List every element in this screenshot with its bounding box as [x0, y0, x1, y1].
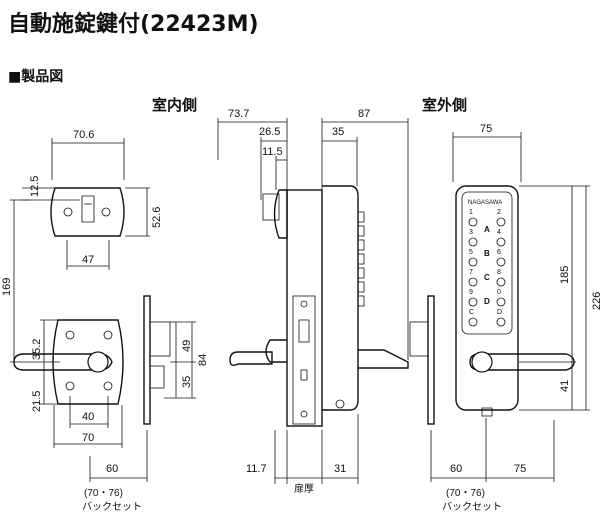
backset-label-outside: バックセット [442, 501, 502, 513]
keypad-left-column: 1 3 5 7 9 C [468, 209, 478, 327]
dim-60: 60 [106, 463, 118, 475]
screw-icon [300, 300, 308, 308]
screw-icon [335, 399, 345, 409]
svg-text:C: C [469, 309, 474, 316]
dim-70-6: 70.6 [73, 129, 94, 141]
door-section [286, 189, 323, 427]
keypad-panel [461, 191, 513, 335]
svg-text:0: 0 [497, 289, 501, 296]
inside-upper-body [273, 189, 288, 239]
dim-60-outside: 60 [450, 463, 462, 475]
dim-31: 31 [334, 463, 346, 475]
outside-latch [409, 321, 429, 357]
dim-11-7: 11.7 [246, 463, 267, 475]
dim-169: 169 [1, 278, 13, 296]
dim-21-5: 21.5 [31, 391, 43, 412]
svg-text:2: 2 [497, 209, 501, 216]
lock-case-hole [298, 319, 310, 343]
outside-lever-hub [471, 351, 493, 373]
dim-75-bottom: 75 [514, 463, 526, 475]
dim-40: 40 [82, 411, 94, 423]
dim-73-7: 73.7 [228, 108, 249, 120]
dim-52-6: 52.6 [151, 207, 163, 228]
svg-text:1: 1 [469, 209, 473, 216]
thumb-turn-side [262, 193, 280, 221]
upper-escutcheon [50, 187, 125, 237]
faceplate [143, 295, 151, 425]
lock-case-hole [300, 369, 308, 381]
keypad-buttons-side [357, 211, 365, 307]
page-title: 自動施錠鍵付(22423M) [8, 12, 259, 37]
svg-text:6: 6 [497, 249, 501, 256]
dim-87: 87 [358, 108, 370, 120]
dim-84: 84 [197, 354, 209, 366]
lever-hub [87, 351, 109, 373]
deadbolt [149, 365, 165, 389]
dim-75-top: 75 [480, 123, 492, 135]
outside-view-label: 室外側 [422, 96, 467, 114]
dim-47: 47 [82, 254, 94, 266]
outside-lever-side [358, 349, 409, 369]
svg-text:B: B [484, 249, 490, 258]
outside-view: 75 NAGASAWA 1 3 5 7 9 C 2 4 6 8 0 D A B … [409, 123, 603, 513]
section-subtitle: ■製品図 [8, 69, 64, 85]
svg-text:7: 7 [469, 269, 473, 276]
svg-text:4: 4 [497, 229, 501, 236]
lock-case [292, 295, 316, 425]
svg-text:D: D [484, 297, 490, 306]
lower-escutcheon [52, 319, 124, 405]
dim-12-5: 12.5 [29, 176, 41, 197]
latch-bolt [149, 321, 171, 357]
keypad-body [455, 185, 519, 411]
inside-lever-side [229, 351, 273, 367]
keypad-center-column: A B C D [484, 225, 490, 306]
svg-text:3: 3 [469, 229, 473, 236]
svg-text:9: 9 [469, 289, 473, 296]
svg-text:A: A [484, 225, 490, 234]
dim-70: 70 [82, 432, 94, 444]
dim-49: 49 [181, 340, 193, 352]
svg-text:5: 5 [469, 249, 473, 256]
backset-range: (70・76) [84, 488, 123, 499]
screw-icon [103, 381, 113, 391]
svg-text:C: C [484, 273, 490, 282]
svg-text:8: 8 [497, 269, 501, 276]
lever-handle [13, 352, 113, 372]
backset-label: バックセット [82, 501, 142, 513]
side-view: 73.7 26.5 11.5 87 35 [217, 108, 409, 495]
screw-icon [300, 410, 308, 418]
inside-rose [265, 339, 287, 363]
dim-226: 226 [591, 292, 603, 310]
dim-41: 41 [559, 380, 571, 392]
svg-text:D: D [497, 309, 502, 316]
outside-body-side [322, 185, 359, 411]
dim-26-5: 26.5 [259, 126, 280, 138]
screw-icon [103, 330, 113, 340]
dim-35-side: 35 [332, 126, 344, 138]
keypad-right-column: 2 4 6 8 0 D [496, 209, 506, 327]
screw-icon [63, 207, 73, 217]
inside-view: 70.6 12.5 52.6 47 169 [1, 129, 209, 513]
outside-faceplate [427, 295, 435, 425]
screw-icon [101, 207, 111, 217]
dim-35-2: 35.2 [31, 339, 43, 360]
door-thickness-label: 扉厚 [294, 482, 314, 495]
dim-11-5: 11.5 [262, 146, 283, 158]
backset-range-outside: (70・76) [446, 488, 485, 499]
brand-logo: NAGASAWA [468, 200, 502, 206]
screw-icon [65, 381, 75, 391]
dim-35: 35 [181, 376, 193, 388]
inside-view-label: 室内側 [152, 96, 197, 114]
thumb-turn-icon [81, 195, 95, 223]
key-cylinder [481, 407, 493, 417]
screw-icon [65, 330, 75, 340]
dim-185: 185 [559, 266, 571, 284]
